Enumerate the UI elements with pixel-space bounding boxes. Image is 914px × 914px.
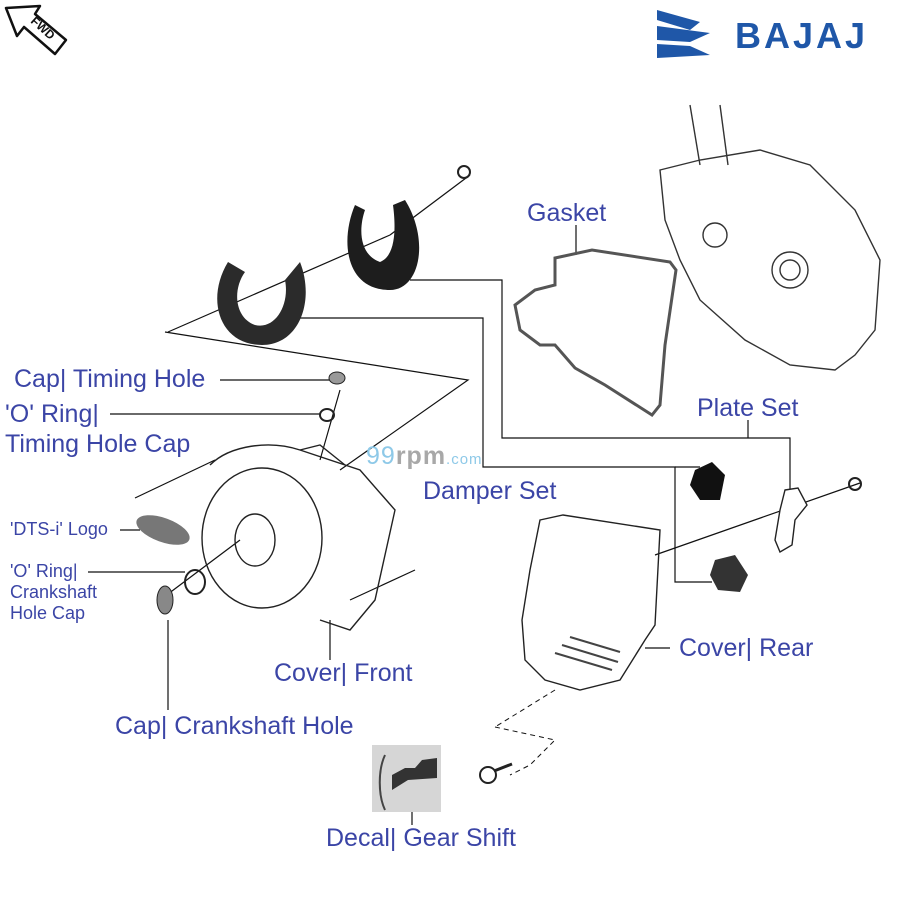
label-cover-rear[interactable]: Cover| Rear <box>679 634 814 662</box>
bolt-icon <box>457 165 471 179</box>
damper-rubber-icon <box>217 262 306 345</box>
gasket-icon <box>513 248 678 417</box>
label-cap-crankshaft-hole[interactable]: Cap| Crankshaft Hole <box>115 712 354 740</box>
timing-o-ring-icon <box>319 408 335 422</box>
label-cap-timing-hole[interactable]: Cap| Timing Hole <box>14 365 206 393</box>
plate-icon <box>774 487 808 554</box>
label-cover-front[interactable]: Cover| Front <box>274 659 413 687</box>
label-plate-set[interactable]: Plate Set <box>697 394 799 422</box>
dtsi-logo-icon <box>136 515 190 545</box>
o-ring-icon <box>184 569 206 595</box>
crankcase-icon <box>659 104 881 371</box>
leader-lines <box>88 174 861 825</box>
fwd-arrow-icon: FWD <box>4 4 68 56</box>
bajaj-logo-icon <box>657 10 710 58</box>
crankshaft-cap-icon <box>156 585 174 615</box>
timing-cap-icon <box>328 371 346 385</box>
front-cover-icon <box>201 444 396 631</box>
screw-icon <box>479 762 513 784</box>
rear-cover-icon <box>521 514 661 691</box>
brand-name: BAJAJ <box>735 15 869 56</box>
label-decal-gear-shift[interactable]: Decal| Gear Shift <box>326 824 516 852</box>
label-dtsi-logo[interactable]: 'DTS-i' Logo <box>10 519 108 539</box>
watermark-part2: rpm <box>395 442 447 470</box>
damper-block-icon <box>690 462 725 500</box>
watermark-part1: 99 <box>366 442 396 470</box>
damper-block-icon-2 <box>710 555 748 592</box>
gear-shift-decal-icon <box>372 745 441 812</box>
watermark: 99rpm.com <box>366 442 483 471</box>
label-o-ring-crankshaft-hole-cap[interactable]: 'O' Ring| Crankshaft Hole Cap <box>10 561 98 624</box>
rear-cover-vents <box>554 636 621 671</box>
plate-bolt-icon <box>848 477 862 491</box>
label-gasket[interactable]: Gasket <box>527 199 607 227</box>
watermark-part3: .com <box>446 451 483 468</box>
damper-plate-icon <box>347 200 420 290</box>
label-damper-set[interactable]: Damper Set <box>423 477 557 505</box>
label-o-ring-timing-hole-cap[interactable]: 'O' Ring| Timing Hole Cap <box>5 400 191 458</box>
